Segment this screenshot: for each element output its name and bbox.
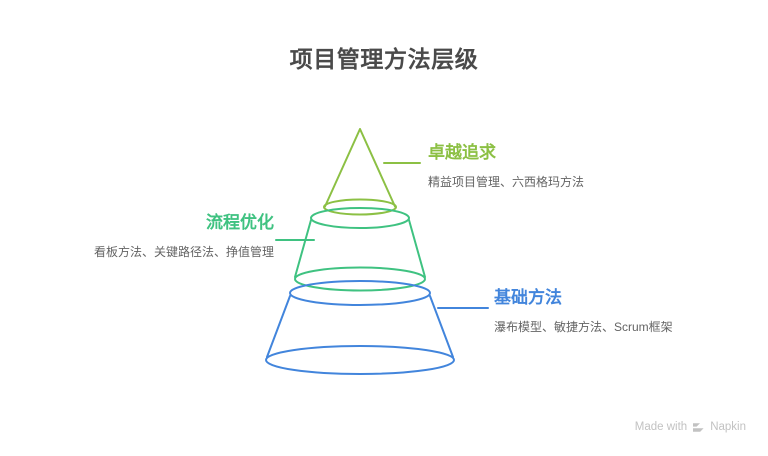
tier-middle-label: 流程优化 xyxy=(206,213,274,232)
tier-middle-top-ellipse xyxy=(310,207,410,229)
annotation-tier-bottom: 基础方法 瀑布模型、敏捷方法、Scrum框架 xyxy=(494,287,709,337)
page-title: 项目管理方法层级 xyxy=(289,46,479,72)
funnel-tier-bottom xyxy=(265,280,489,375)
tier-top-label: 卓越追求 xyxy=(428,143,496,162)
napkin-logo-icon xyxy=(692,422,705,433)
tier-bottom-description: 瀑布模型、敏捷方法、Scrum框架 xyxy=(494,320,673,334)
annotation-tier-top: 卓越追求 精益项目管理、六西格玛方法 xyxy=(428,142,638,192)
funnel-tier-top xyxy=(323,128,421,216)
napkin-watermark: Made with Napkin xyxy=(635,420,746,434)
tier-top-description: 精益项目管理、六西格玛方法 xyxy=(428,175,585,189)
funnel-tier-middle xyxy=(275,207,426,292)
watermark-made-with-text: Made with xyxy=(634,421,688,433)
tier-top-base-ellipse xyxy=(323,198,397,216)
tier-bottom-sides xyxy=(266,295,454,358)
tier-middle-base-ellipse xyxy=(294,266,426,292)
tier-middle-description: 看板方法、关键路径法、挣值管理 xyxy=(93,245,274,259)
tier-bottom-label: 基础方法 xyxy=(494,288,562,307)
tier-bottom-base-ellipse xyxy=(265,345,455,375)
annotation-tier-middle: 流程优化 看板方法、关键路径法、挣值管理 xyxy=(62,212,274,262)
tier-middle-sides xyxy=(294,219,426,278)
watermark-brand-text: Napkin xyxy=(710,421,746,433)
tier-bottom-top-ellipse xyxy=(289,280,431,306)
tier-top-sides xyxy=(324,128,396,208)
